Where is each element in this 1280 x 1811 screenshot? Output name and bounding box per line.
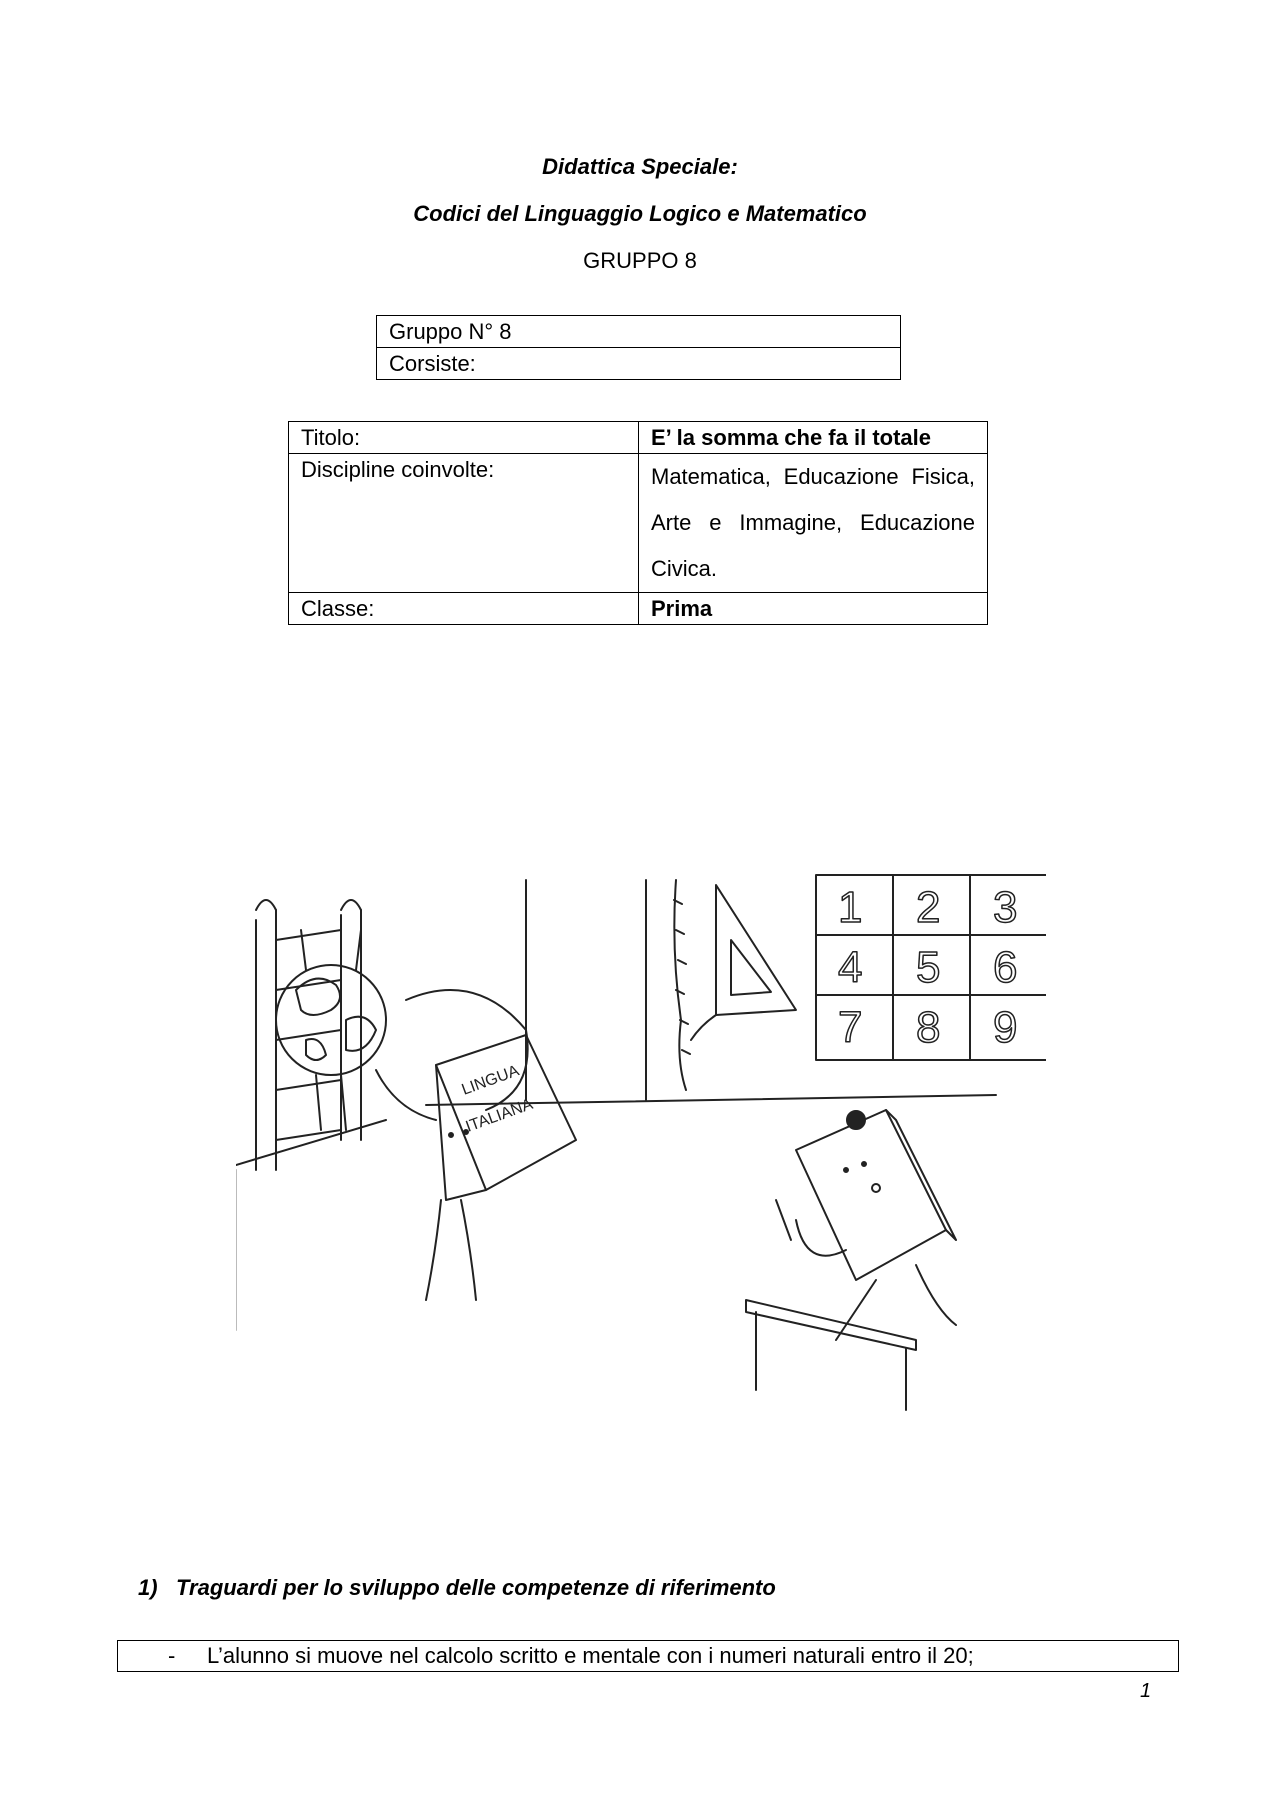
bullet-dash: - <box>168 1643 176 1668</box>
globe-character <box>275 929 387 1131</box>
climbing-rope <box>673 879 691 1091</box>
class-value-cell: Prima <box>638 592 988 625</box>
board-digit: 3 <box>993 883 1017 932</box>
competence-item: L’alunno si muove nel calcolo scritto e … <box>207 1643 974 1668</box>
math-book-character <box>775 1109 957 1341</box>
section-heading: 1) Traguardi per lo sviluppo delle compet… <box>138 1575 776 1601</box>
info-table: Titolo: E’ la somma che fa il totale Dis… <box>288 421 988 625</box>
group-table: Gruppo N° 8 Corsiste: <box>376 315 901 380</box>
table-row: Classe: Prima <box>288 592 988 625</box>
board-digit: 8 <box>916 1003 940 1052</box>
hurdle <box>745 1299 917 1411</box>
lingua-italiana-book-character: LINGUA ITALIANA <box>375 989 577 1301</box>
section-number: 1) <box>138 1575 158 1600</box>
participants-cell: Corsiste: <box>376 347 901 380</box>
climbing-ladder <box>255 899 362 1171</box>
disciplines-label-cell: Discipline coinvolte: <box>288 453 639 593</box>
disciplines-value-cell: Matematica, Educazione Fisica, Arte e Im… <box>638 453 988 593</box>
document-subtitle: Codici del Linguaggio Logico e Matematic… <box>413 201 867 226</box>
table-row: Discipline coinvolte: Matematica, Educaz… <box>288 453 988 593</box>
table-row: Titolo: E’ la somma che fa il totale <box>288 421 988 454</box>
set-square-character <box>690 884 797 1041</box>
number-board: 1 2 3 4 5 6 7 8 9 <box>815 874 1046 1061</box>
room-lines <box>236 879 997 1331</box>
group-label: GRUPPO 8 <box>583 248 697 273</box>
class-value: Prima <box>651 596 713 621</box>
page-number: 1 <box>1140 1680 1152 1702</box>
title-label-cell: Titolo: <box>288 421 639 454</box>
section-heading-text: Traguardi per lo sviluppo delle competen… <box>176 1575 776 1600</box>
table-row: Corsiste: <box>376 347 901 380</box>
book-text-italiana: ITALIANA <box>464 1096 536 1136</box>
document-title: Didattica Speciale: <box>542 154 738 179</box>
group-number-cell: Gruppo N° 8 <box>376 315 901 348</box>
title-value-cell: E’ la somma che fa il totale <box>638 421 988 454</box>
board-digit: 9 <box>993 1003 1017 1052</box>
board-digit: 6 <box>993 943 1017 992</box>
competence-box: - L’alunno si muove nel calcolo scritto … <box>117 1640 1179 1672</box>
board-digit: 7 <box>838 1003 862 1052</box>
cartoon-illustration: LINGUA ITALIANA 1 2 3 <box>236 874 1046 1411</box>
board-digit: 5 <box>916 943 940 992</box>
board-digit: 2 <box>916 883 940 932</box>
board-digit: 4 <box>838 943 862 992</box>
class-label-cell: Classe: <box>288 592 639 625</box>
board-digit: 1 <box>838 883 862 932</box>
board-digits: 1 2 3 4 5 6 7 8 9 <box>837 882 1018 1053</box>
title-value: E’ la somma che fa il totale <box>651 425 931 450</box>
table-row: Gruppo N° 8 <box>376 315 901 348</box>
